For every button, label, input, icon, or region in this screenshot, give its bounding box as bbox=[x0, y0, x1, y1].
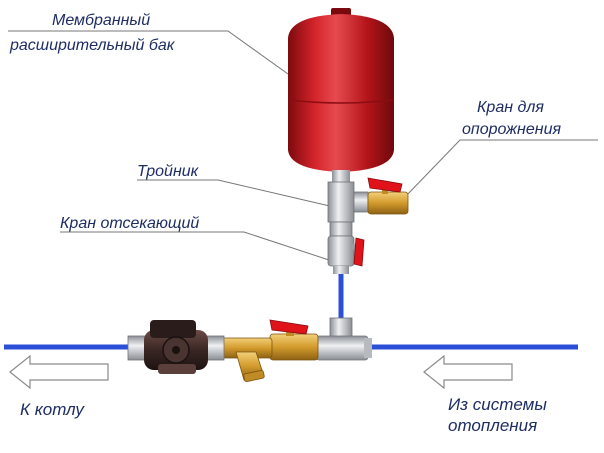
tank-label-line2: расширительный бак bbox=[10, 37, 175, 54]
tank-label-line1: Мембранный bbox=[52, 12, 151, 29]
from-system-label-line1: Из системы bbox=[448, 395, 547, 414]
drain-valve-icon bbox=[367, 177, 409, 215]
leader-drain bbox=[403, 139, 598, 199]
tee-fitting-icon bbox=[327, 181, 369, 223]
ball-valve-icon bbox=[269, 319, 319, 361]
expansion-tank-icon bbox=[288, 8, 394, 182]
drain-valve-label-line1: Кран для bbox=[477, 99, 544, 116]
left-arrow-icon bbox=[423, 354, 513, 390]
left-arrow-icon bbox=[9, 354, 109, 390]
cutoff-valve-icon bbox=[327, 221, 365, 274]
leader-cutoff bbox=[60, 231, 333, 262]
leader-tee bbox=[137, 179, 335, 208]
y-strainer-icon bbox=[221, 337, 273, 383]
cutoff-valve-label: Кран отсекающий bbox=[60, 215, 200, 232]
drain-valve-label-line2: опорожнения bbox=[462, 121, 562, 138]
from-system-label-line2: отопления bbox=[448, 416, 538, 435]
pipe-lines bbox=[4, 272, 578, 350]
to-boiler-label: К котлу bbox=[20, 400, 84, 419]
circulation-pump-icon bbox=[127, 320, 225, 374]
leader-tank bbox=[8, 30, 289, 75]
leader-lines bbox=[8, 30, 598, 262]
tee-label: Тройник bbox=[137, 163, 199, 180]
bottom-tee-icon bbox=[315, 317, 372, 361]
